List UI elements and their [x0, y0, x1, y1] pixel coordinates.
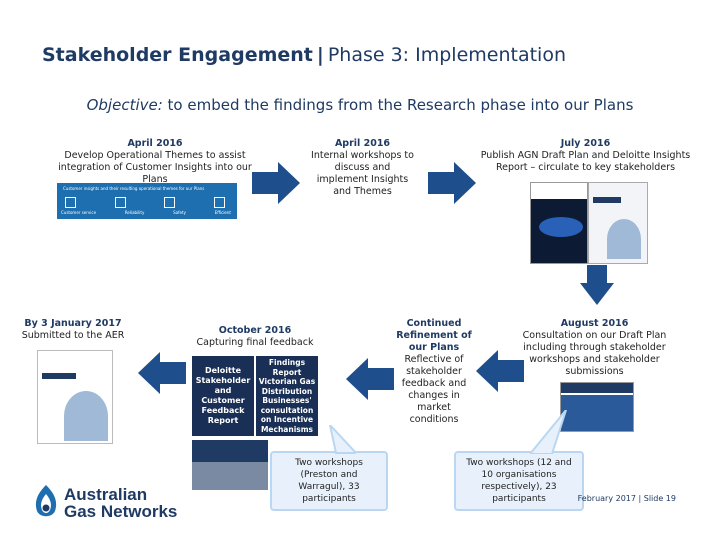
- step-october-final-feedback: October 2016 Capturing final feedback: [190, 325, 320, 349]
- final-plan-cover-thumbnail: [37, 350, 113, 444]
- callout-text: Two workshops (Preston and Warragul), 33…: [295, 458, 363, 504]
- operational-themes-thumbnail: Customer insights and their resulting op…: [57, 183, 237, 219]
- draft-plan-report-thumbnail: [560, 382, 634, 432]
- step-text: Develop Operational Themes to assist int…: [58, 150, 252, 185]
- objective-text: to embed the findings from the Research …: [162, 96, 634, 114]
- step-date: July 2016: [560, 138, 611, 149]
- step-text: Internal workshops to discuss and implem…: [311, 150, 414, 197]
- step-text: Reflective of stakeholder feedback and c…: [401, 354, 467, 425]
- step-date: By 3 January 2017: [24, 318, 122, 329]
- workshops-callout-preston-warragul: Two workshops (Preston and Warragul), 33…: [270, 451, 388, 511]
- findings-report: Findings Report Victorian Gas Distributi…: [256, 356, 318, 436]
- step-april-operational-themes: April 2016 Develop Operational Themes to…: [50, 138, 260, 186]
- callout-text: Two workshops (12 and 10 organisations r…: [466, 458, 572, 504]
- step-text: Publish AGN Draft Plan and Deloitte Insi…: [480, 150, 691, 173]
- efficient-icon: [213, 197, 225, 208]
- step-text: Submitted to the AER: [21, 330, 125, 341]
- thumbnail-heading: Customer insights and their resulting op…: [63, 186, 205, 191]
- deloitte-feedback-report: Deloitte Stakeholder and Customer Feedba…: [192, 356, 254, 436]
- reliability-icon: [114, 197, 126, 208]
- arrow-right-icon: [428, 162, 476, 204]
- step-date: August 2016: [560, 318, 629, 329]
- arrow-left-icon: [476, 350, 524, 392]
- page-title: Stakeholder Engagement|Phase 3: Implemen…: [42, 44, 566, 66]
- callout-pointer: [328, 425, 356, 454]
- step-date: October 2016: [218, 325, 292, 336]
- thumbnail-label: Customer service: [61, 210, 97, 215]
- objective-label: Objective:: [86, 96, 163, 114]
- agn-logo-wordmark: Australian Gas Networks: [64, 486, 177, 520]
- objective: Objective: to embed the findings from th…: [0, 96, 720, 114]
- title-bold: Stakeholder Engagement: [42, 44, 313, 66]
- draft-plan-cover-thumbnail: [530, 182, 588, 264]
- thumbnail-label: Efficient: [214, 210, 231, 215]
- arrow-right-icon: [252, 162, 300, 204]
- insights-report-cover-thumbnail: [588, 182, 648, 264]
- arrow-down-icon: [580, 265, 614, 305]
- workshops-callout-organisations: Two workshops (12 and 10 organisations r…: [454, 451, 584, 511]
- agn-logo-icon: [35, 485, 57, 517]
- title-subtitle: Phase 3: Implementation: [327, 44, 566, 66]
- step-title: Continued Refinement of our Plans: [396, 318, 472, 353]
- logo-line2: Gas Networks: [64, 502, 178, 521]
- step-july-draft-plan: July 2016 Publish AGN Draft Plan and Del…: [478, 138, 693, 174]
- logo-line1: Australian: [64, 485, 148, 504]
- findings-report-title: Findings Report Victorian Gas Distributi…: [258, 358, 316, 434]
- step-text: Consultation on our Draft Plan including…: [522, 330, 667, 377]
- title-separator: |: [316, 44, 324, 66]
- arrow-left-icon: [346, 358, 394, 400]
- step-date: April 2016: [127, 138, 183, 149]
- step-continued-refinement: Continued Refinement of our Plans Reflec…: [392, 318, 476, 426]
- step-date: April 2016: [334, 138, 391, 149]
- step-august-consultation: August 2016 Consultation on our Draft Pl…: [522, 318, 667, 378]
- step-april-internal-workshops: April 2016 Internal workshops to discuss…: [310, 138, 415, 198]
- callout-pointer: [530, 410, 567, 454]
- customer-service-icon: [65, 197, 76, 208]
- step-submitted-aer: By 3 January 2017 Submitted to the AER: [18, 318, 128, 342]
- deloitte-report-title: Deloitte Stakeholder and Customer Feedba…: [195, 366, 251, 425]
- slide-footer: February 2017 | Slide 19: [577, 494, 676, 503]
- safety-icon: [164, 197, 176, 208]
- findings-cover-thumbnail: [192, 440, 268, 490]
- arrow-left-icon: [138, 352, 186, 394]
- thumbnail-label: Reliability: [124, 210, 145, 215]
- step-text: Capturing final feedback: [196, 337, 314, 348]
- thumbnail-label: Safety: [173, 210, 186, 215]
